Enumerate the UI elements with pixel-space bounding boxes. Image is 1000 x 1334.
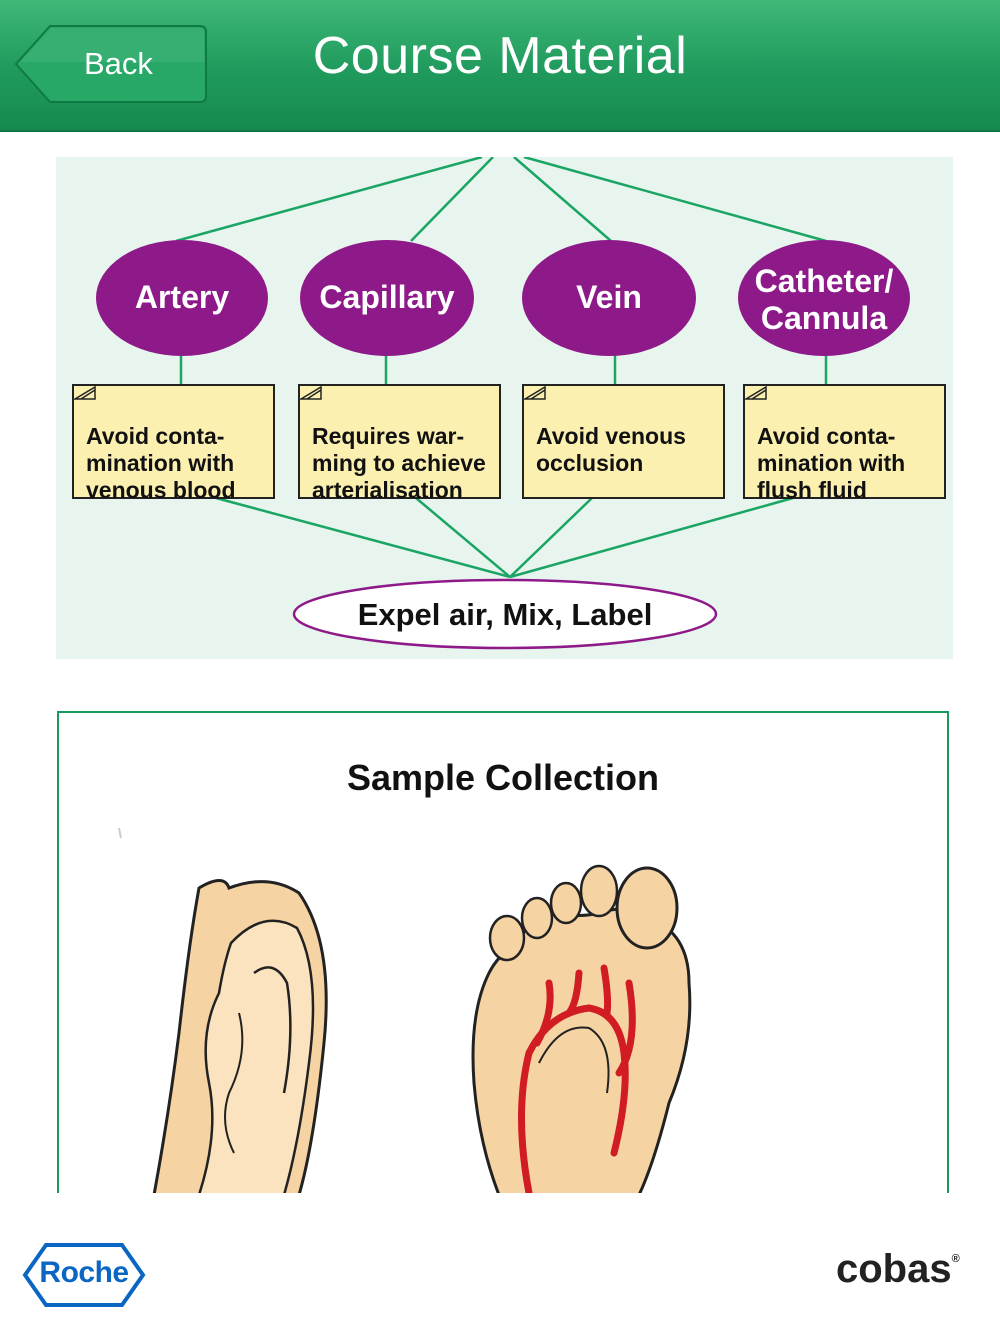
back-button-shape bbox=[14, 25, 207, 103]
page-title: Course Material bbox=[312, 27, 688, 85]
note-corner-icon bbox=[745, 386, 767, 400]
sample-collection-panel: Sample Collection bbox=[57, 711, 949, 1193]
note-vein: Avoid venous occlusion bbox=[522, 384, 725, 499]
note-catheter: Avoid conta- mination with flush fluid bbox=[743, 384, 946, 503]
back-button-label: Back bbox=[84, 46, 153, 81]
ear-illustration bbox=[118, 827, 328, 1193]
back-button[interactable]: Back bbox=[14, 24, 208, 104]
header-bar: Back Course Material bbox=[0, 0, 1000, 132]
note-corner-icon bbox=[524, 386, 546, 400]
foot-illustration bbox=[471, 864, 692, 1193]
final-step-label: Expel air, Mix, Label bbox=[357, 597, 653, 632]
site-label-vein: Vein bbox=[576, 279, 642, 315]
site-label-artery: Artery bbox=[134, 279, 230, 315]
site-label-catheter: Catheter/ Cannula bbox=[754, 263, 894, 336]
note-corner-icon bbox=[74, 386, 96, 400]
site-label-capillary: Capillary bbox=[319, 279, 455, 315]
roche-logo-text: Roche bbox=[39, 1256, 129, 1289]
registered-mark-icon: ® bbox=[951, 1253, 960, 1265]
note-catheter-text: Avoid conta- mination with flush fluid bbox=[757, 423, 906, 503]
cobas-logo: cobas® bbox=[836, 1247, 960, 1297]
site-ellipses bbox=[96, 240, 910, 356]
roche-hexagon-icon bbox=[22, 1243, 146, 1307]
sample-collection-illustration bbox=[118, 827, 692, 1193]
roche-logo: Roche bbox=[22, 1242, 146, 1308]
sample-collection-title: Sample Collection bbox=[346, 757, 660, 798]
diagram-connectors bbox=[96, 157, 910, 650]
final-step-ellipse bbox=[292, 578, 718, 650]
note-capillary: Requires war- ming to achieve arterialis… bbox=[298, 384, 501, 503]
sampling-diagram: Artery Capillary Vein Catheter/ Cannula … bbox=[56, 157, 953, 659]
note-vein-text: Avoid venous occlusion bbox=[536, 423, 686, 476]
note-artery: Avoid conta- mination with venous blood bbox=[72, 384, 275, 503]
cobas-logo-text: cobas bbox=[836, 1247, 952, 1291]
note-capillary-text: Requires war- ming to achieve arterialis… bbox=[312, 423, 486, 503]
note-artery-text: Avoid conta- mination with venous blood bbox=[86, 423, 236, 503]
note-corner-icon bbox=[300, 386, 322, 400]
